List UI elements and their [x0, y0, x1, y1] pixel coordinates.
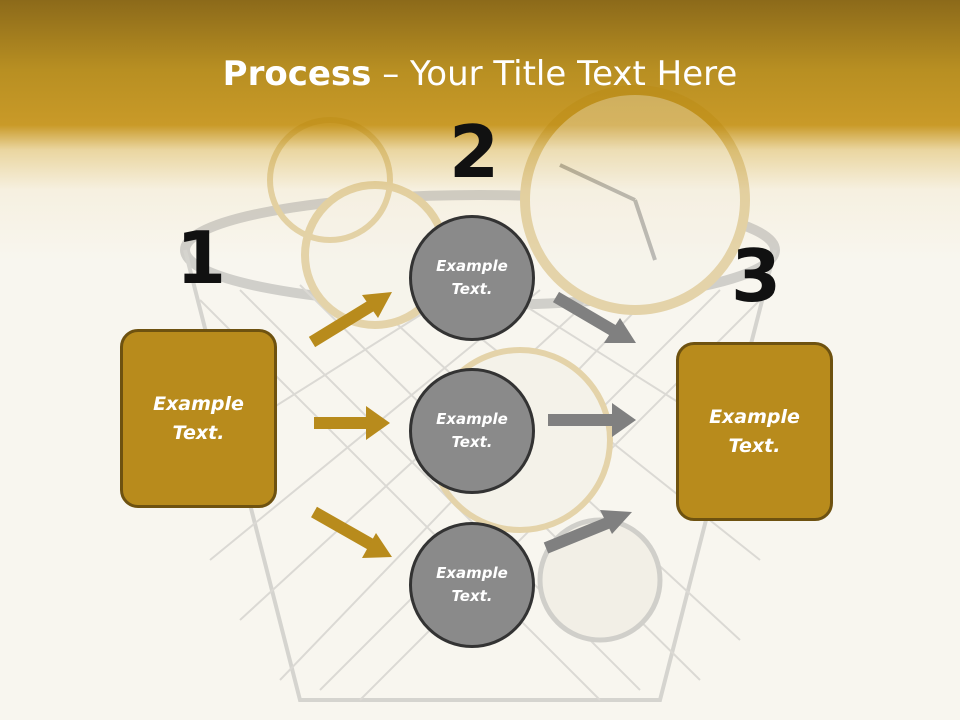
- circle-top-text: Example Text.: [436, 257, 508, 298]
- step-number-1: 1: [176, 216, 227, 300]
- circle-step-middle[interactable]: Example Text.: [409, 368, 535, 494]
- step-number-2: 2: [449, 110, 500, 194]
- left-box-text: Example Text.: [153, 392, 244, 444]
- gray-arrow-up: [543, 510, 632, 554]
- title-rest: Your Title Text Here: [410, 54, 738, 94]
- right-text-box[interactable]: Example Text.: [676, 342, 833, 521]
- right-box-text: Example Text.: [709, 405, 800, 457]
- title-bold: Process: [222, 54, 372, 94]
- slide-title: Process – Your Title Text Here: [0, 52, 960, 96]
- gray-arrow-down: [552, 291, 636, 343]
- gray-arrow-middle: [548, 403, 636, 437]
- gold-arrow-up: [308, 292, 392, 348]
- circle-bottom-text: Example Text.: [436, 564, 508, 605]
- step-number-3: 3: [731, 234, 782, 318]
- gold-arrow-down: [311, 506, 392, 558]
- title-dash: –: [371, 54, 411, 94]
- circle-step-bottom[interactable]: Example Text.: [409, 522, 535, 648]
- circle-step-top[interactable]: Example Text.: [409, 215, 535, 341]
- circle-middle-text: Example Text.: [436, 410, 508, 451]
- gold-arrow-middle: [314, 406, 390, 440]
- left-text-box[interactable]: Example Text.: [120, 329, 277, 508]
